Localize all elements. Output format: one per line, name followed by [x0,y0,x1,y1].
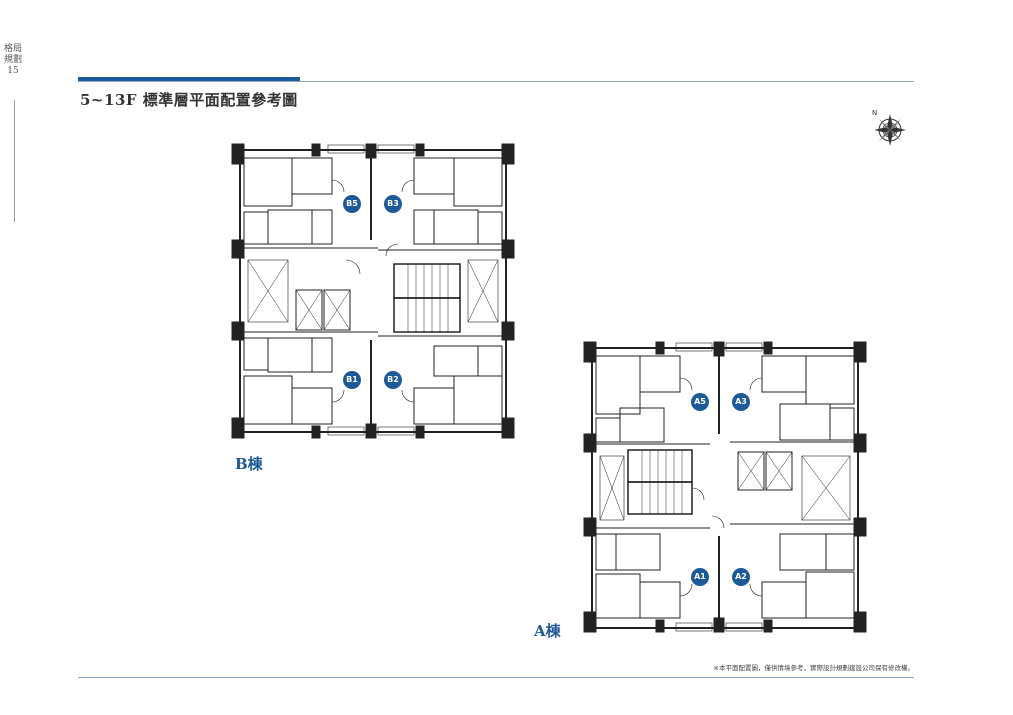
floor-plan-b [231,143,515,439]
building-a-label: A棟 [534,622,561,640]
unit-badge-b5: B5 [343,195,361,213]
unit-badge-b3: B3 [384,195,402,213]
unit-badge-b2: B2 [384,371,402,389]
disclaimer-footnote: ※本平面配置圖，僅供情境參考，實際設計規劃建設公司保有修改權。 [713,664,914,672]
side-section-label: 格局規劃15 [4,44,23,76]
unit-badge-a1: A1 [691,568,709,586]
unit-badge-a3: A3 [732,393,750,411]
floor-plan-a [583,341,867,633]
header-accent-bar [78,77,300,82]
unit-badge-b1: B1 [343,371,361,389]
compass-rose-icon: N [872,109,906,146]
header-rule [78,81,914,82]
page-title: 5~13F 標準層平面配置參考圖 [80,91,298,109]
unit-badge-a5: A5 [691,393,709,411]
side-divider [14,100,15,222]
svg-text:N: N [872,109,877,117]
footer-rule [78,677,914,678]
building-b-label: B棟 [235,455,263,473]
unit-badge-a2: A2 [732,568,750,586]
